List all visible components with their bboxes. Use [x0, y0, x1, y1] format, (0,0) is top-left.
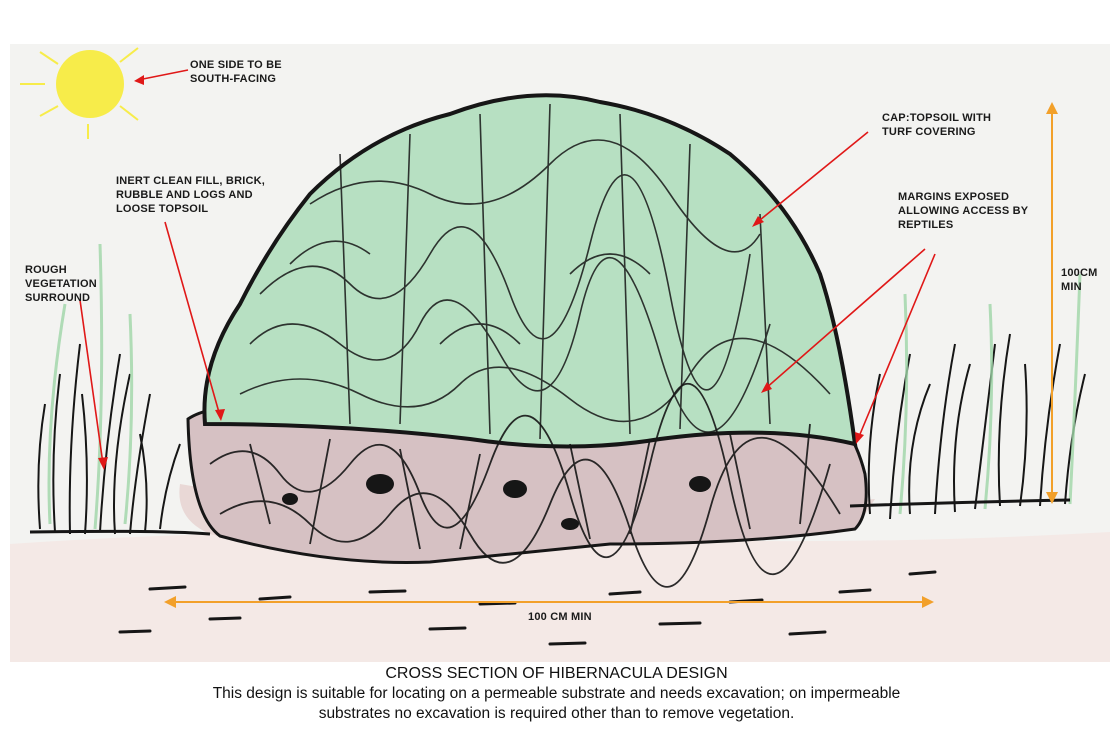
caption-body: This design is suitable for locating on … — [0, 684, 1113, 724]
caption-title: CROSS SECTION OF HIBERNACULA DESIGN — [0, 664, 1113, 684]
turf-cap — [204, 95, 855, 446]
label-inert-fill: INERT CLEAN FILL, BRICK, RUBBLE AND LOGS… — [116, 174, 265, 216]
label-margins-exposed: MARGINS EXPOSED ALLOWING ACCESS BY REPTI… — [898, 190, 1028, 232]
label-rough-vegetation: ROUGH VEGETATION SURROUND — [25, 263, 97, 305]
label-height-dimension: 100CM MIN — [1061, 266, 1097, 294]
sun-icon — [20, 44, 138, 139]
label-width-dimension: 100 CM MIN — [528, 610, 592, 624]
label-cap-topsoil: CAP:TOPSOIL WITH TURF COVERING — [882, 111, 991, 139]
figure-caption: CROSS SECTION OF HIBERNACULA DESIGN This… — [0, 664, 1113, 724]
vegetation-left — [38, 344, 180, 534]
label-south-facing: ONE SIDE TO BE SOUTH-FACING — [190, 58, 282, 86]
